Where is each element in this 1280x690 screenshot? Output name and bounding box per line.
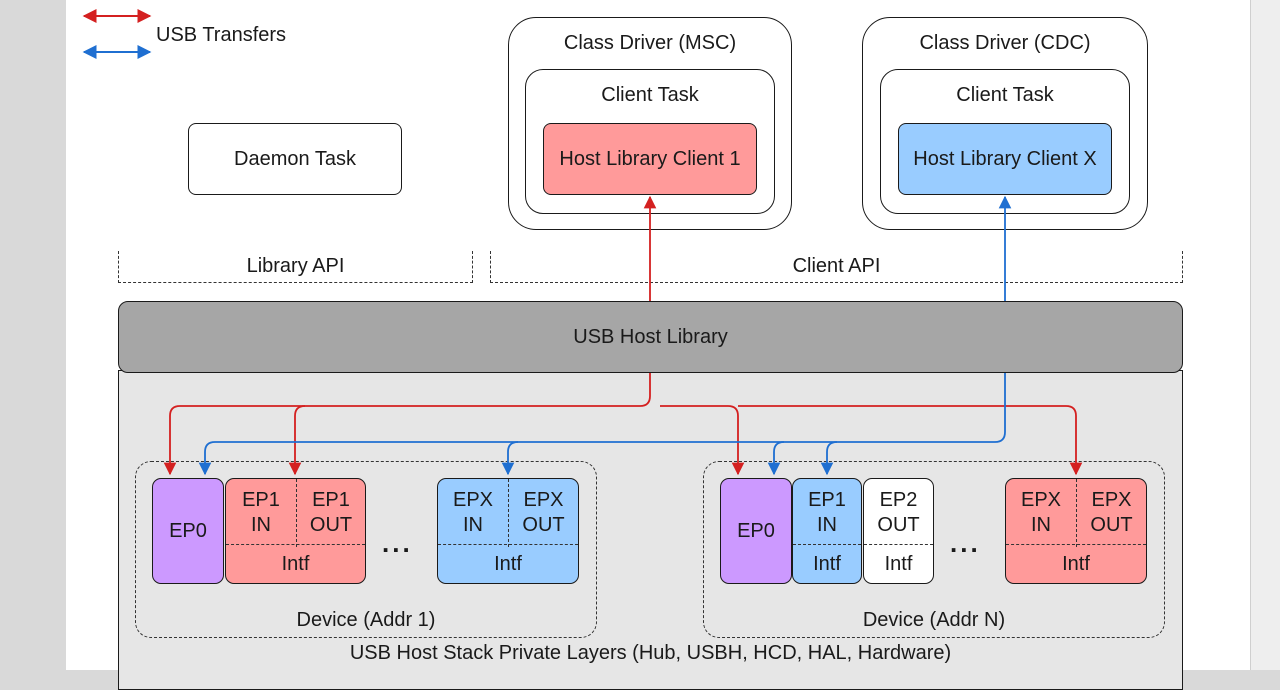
deviceN-ep0: EP0 [720, 478, 792, 584]
library-api-bracket: Library API [118, 251, 473, 283]
client-task-msc-label: Client Task [601, 84, 699, 106]
deviceN-epx-interface: EPX IN EPX OUT Intf [1005, 478, 1147, 584]
daemon-task-box: Daemon Task [188, 123, 402, 195]
library-api-label: Library API [246, 255, 345, 277]
device1-epx-in: EPX IN [452, 489, 494, 536]
deviceN-ep0-label: EP0 [737, 520, 775, 542]
class-driver-cdc-title: Class Driver (CDC) [919, 32, 1091, 54]
deviceN-epx-intf: Intf [1006, 544, 1146, 583]
deviceN-epx-in: EPX IN [1020, 489, 1062, 536]
device1-ellipsis: ... [382, 528, 413, 558]
host-library-client-1: Host Library Client 1 [543, 123, 757, 195]
legend-label: USB Transfers [156, 24, 287, 46]
client-task-cdc-label: Client Task [956, 84, 1054, 106]
device-addr-1 [135, 461, 597, 638]
scrollbar[interactable] [1250, 0, 1280, 670]
transfer-arrows [82, 9, 1083, 476]
device1-ep1-out: EP1 OUT [309, 489, 353, 536]
device1-epx-out: EPX OUT [522, 489, 565, 536]
device1-ep0: EP0 [152, 478, 224, 584]
deviceN-ellipsis: ... [950, 528, 981, 558]
host-library-client-x-label: Host Library Client X [913, 148, 1097, 170]
device1-epx-intf: Intf [438, 544, 578, 583]
blue-transfer-paths [198, 373, 1006, 476]
deviceN-ep2-interface: EP2 OUT Intf [863, 478, 934, 584]
deviceN-ep1-interface: EP1 IN Intf [792, 478, 862, 584]
deviceN-ep2-out: EP2 OUT [877, 489, 920, 536]
device1-ep1-in: EP1 IN [242, 489, 280, 536]
class-driver-msc-title: Class Driver (MSC) [563, 32, 737, 54]
deviceN-ep1-intf: Intf [793, 544, 861, 583]
device-addr-n [703, 461, 1165, 638]
device-addr-1-label: Device (Addr 1) [296, 609, 436, 631]
device-addr-n-label: Device (Addr N) [862, 609, 1006, 631]
device1-epx-interface: EPX IN EPX OUT Intf [437, 478, 579, 584]
host-library-client-1-label: Host Library Client 1 [559, 148, 741, 170]
deviceN-ep1-in: EP1 IN [808, 489, 846, 536]
deviceN-epx-out: EPX OUT [1090, 489, 1133, 536]
deviceN-ep2-intf: Intf [864, 544, 933, 583]
private-layers-label: USB Host Stack Private Layers (Hub, USBH… [349, 642, 952, 664]
red-transfer-paths [163, 373, 1083, 476]
device1-ep0-label: EP0 [169, 520, 207, 542]
host-library-client-x: Host Library Client X [898, 123, 1112, 195]
device1-ep1-interface: EP1 IN EP1 OUT Intf [225, 478, 366, 584]
usb-host-library-box: USB Host Library [118, 301, 1183, 373]
device1-ep1-intf: Intf [226, 544, 365, 583]
client-api-label: Client API [792, 255, 881, 277]
daemon-task-label: Daemon Task [234, 148, 356, 170]
usb-host-library-label: USB Host Library [573, 326, 728, 348]
client-api-bracket: Client API [490, 251, 1183, 283]
